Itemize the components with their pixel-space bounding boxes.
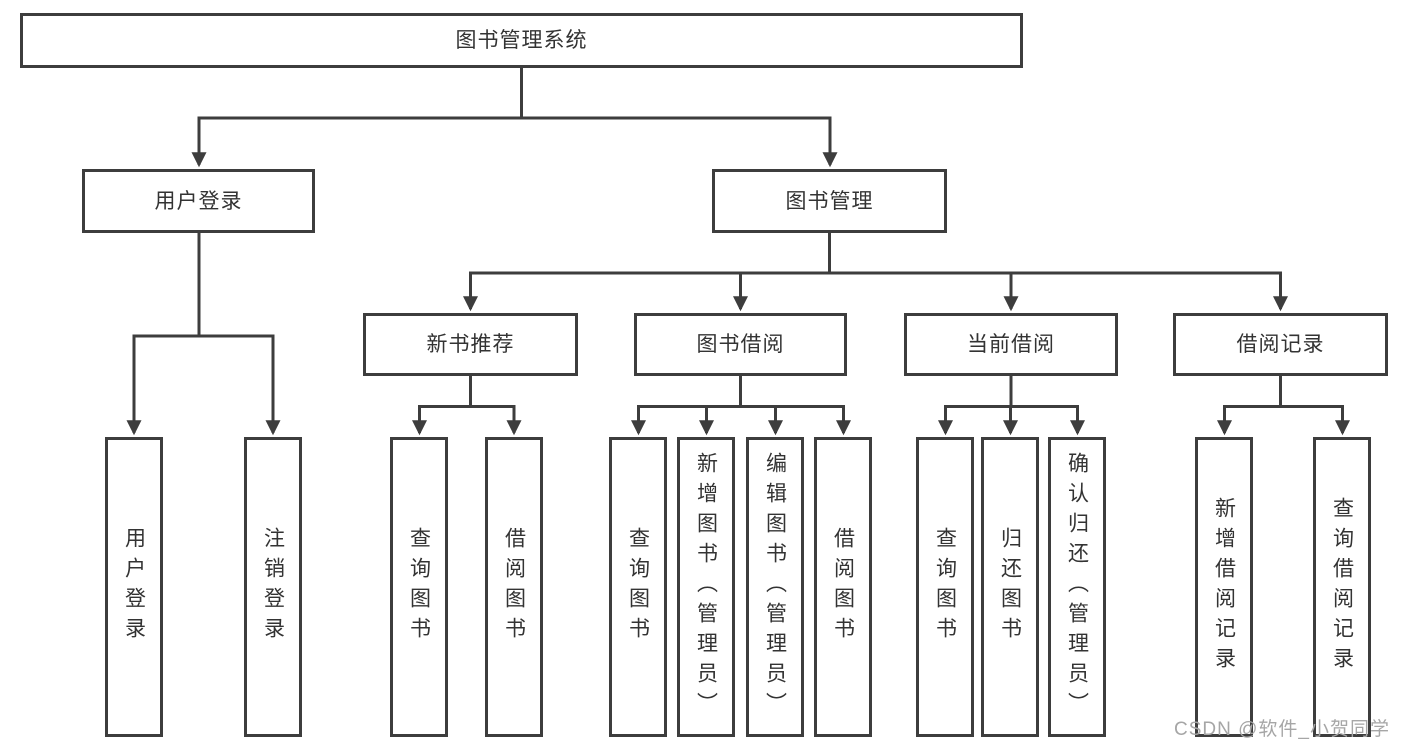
node-label: 图书管理 [785, 189, 874, 213]
node-label: 新增图书（管理员） [694, 452, 718, 722]
node-label: 图书借阅 [696, 333, 785, 356]
node-label: 确认归还（管理员） [1065, 452, 1089, 722]
node-confirm-return-admin: 确认归还（管理员） [1048, 437, 1106, 737]
node-add-book-admin: 新增图书（管理员） [677, 437, 735, 737]
node-book-management: 图书管理 [712, 169, 947, 233]
node-label: 注销登录 [261, 527, 285, 647]
node-label: 编辑图书（管理员） [763, 452, 787, 722]
node-logout-action: 注销登录 [244, 437, 302, 737]
node-query-borrow-record: 查询借阅记录 [1313, 437, 1371, 737]
node-label: 查询图书 [626, 527, 650, 647]
node-label: 借阅图书 [831, 527, 855, 647]
node-return-books: 归还图书 [981, 437, 1039, 737]
node-borrowing-records: 借阅记录 [1173, 313, 1388, 376]
watermark: CSDN @软件_小贺同学 [1174, 719, 1390, 740]
node-user-login: 用户登录 [82, 169, 315, 233]
node-label: 新增借阅记录 [1212, 497, 1236, 677]
node-label: 用户登录 [122, 527, 146, 647]
node-edit-book-admin: 编辑图书（管理员） [746, 437, 804, 737]
node-current-borrowing: 当前借阅 [904, 313, 1118, 376]
node-label: 新书推荐 [426, 333, 515, 356]
node-label: 用户登录 [154, 189, 243, 213]
node-label: 归还图书 [998, 527, 1022, 647]
node-new-book-recommend: 新书推荐 [363, 313, 578, 376]
node-query-books-borrowing: 查询图书 [609, 437, 667, 737]
node-label: 当前借阅 [967, 333, 1055, 356]
node-label: 查询图书 [933, 527, 957, 647]
node-query-books-recommend: 查询图书 [390, 437, 448, 737]
node-label: 借阅图书 [502, 527, 526, 647]
node-borrow-books-recommend: 借阅图书 [485, 437, 543, 737]
node-borrow-books-borrowing: 借阅图书 [814, 437, 872, 737]
node-user-login-action: 用户登录 [105, 437, 163, 737]
node-label: 查询图书 [407, 527, 431, 647]
node-library-management-system: 图书管理系统 [20, 13, 1023, 68]
node-book-borrowing: 图书借阅 [634, 313, 847, 376]
node-query-books-current: 查询图书 [916, 437, 974, 737]
node-add-borrow-record: 新增借阅记录 [1195, 437, 1253, 737]
node-label: 查询借阅记录 [1330, 497, 1354, 677]
node-label: 借阅记录 [1236, 333, 1325, 356]
node-label: 图书管理系统 [455, 29, 588, 52]
